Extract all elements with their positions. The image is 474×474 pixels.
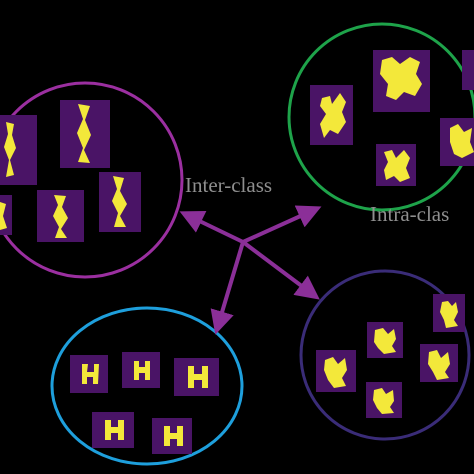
intra-class-label: Intra-clas [370, 202, 449, 226]
sample-tile [0, 195, 12, 235]
arrow-to-top-right-cluster [242, 205, 322, 244]
arrow-to-bottom-left-cluster [210, 241, 245, 335]
sample-tile [37, 190, 84, 242]
cluster-bottom-right-samples [316, 294, 465, 418]
sample-tile [420, 344, 458, 382]
sample-tile [373, 50, 430, 112]
sample-tile [376, 144, 416, 186]
sample-tile [462, 50, 474, 90]
sample-tile [366, 382, 402, 418]
cluster-bottom-left-samples [70, 352, 219, 454]
cluster-left-purple-circle [0, 81, 184, 279]
sample-tile [367, 322, 403, 358]
cluster-bottom-right-navy-circle [299, 269, 471, 441]
sample-tile [152, 418, 192, 454]
sample-tile [174, 358, 219, 396]
sample-tile [440, 118, 474, 166]
sample-tile [310, 85, 353, 145]
sample-tile [0, 115, 37, 185]
sample-tile [99, 172, 141, 232]
cluster-bottom-left-blue-ellipse [50, 306, 244, 466]
sample-tile [122, 352, 160, 388]
inter-class-arrows [179, 205, 322, 335]
cluster-top-right-green-circle [287, 22, 474, 212]
cluster-top-right-samples [310, 50, 474, 186]
sample-tile [70, 355, 108, 393]
sample-tile [60, 100, 110, 168]
sample-tile [433, 294, 465, 332]
arrow-to-left-cluster [179, 211, 244, 244]
sample-tile [92, 412, 134, 448]
cluster-left-samples [0, 100, 141, 242]
inter-class-label: Inter-class [185, 173, 272, 197]
arrow-to-bottom-right-cluster [241, 240, 320, 300]
sample-tile [316, 350, 356, 392]
